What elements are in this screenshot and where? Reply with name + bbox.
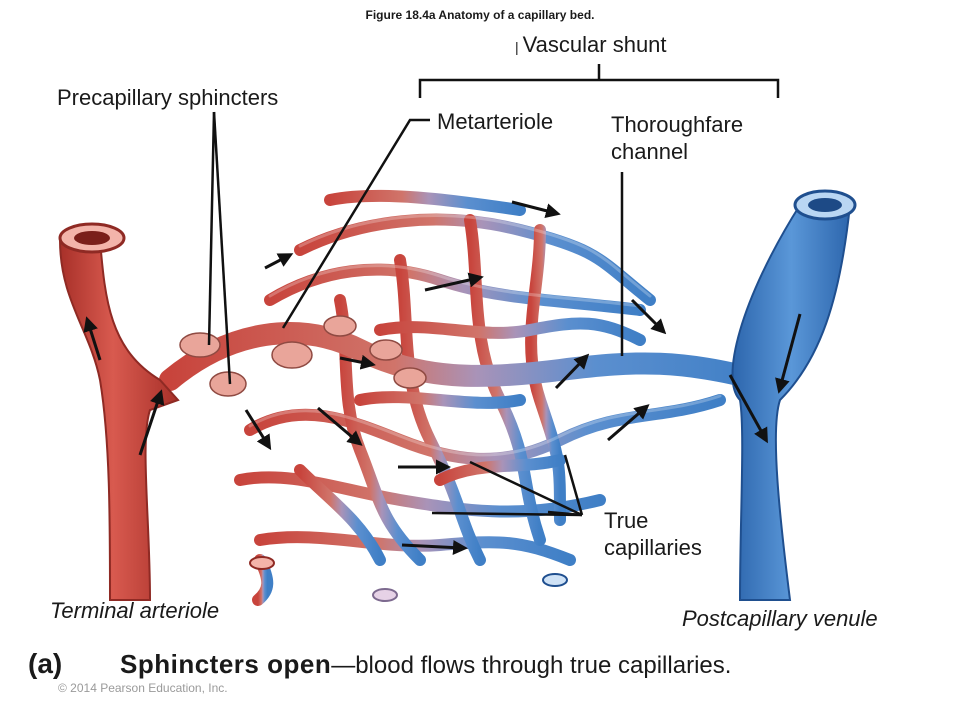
label-postcapillary-venule: Postcapillary venule	[682, 606, 878, 631]
label-terminal-arteriole: Terminal arteriole	[50, 598, 220, 623]
capillary-stub-left	[249, 556, 275, 570]
figure-title: Figure 18.4a Anatomy of a capillary bed.	[365, 8, 595, 22]
venule-lumen	[808, 198, 842, 212]
postcapillary-venule-vessel	[731, 204, 852, 601]
label-true-line1: True	[604, 508, 649, 533]
caption-bold-text: Sphincters open	[120, 649, 332, 679]
label-thoroughfare-channel: Thoroughfare channel	[611, 111, 743, 165]
capillary-network	[234, 189, 726, 606]
caption-part-label: (a)	[28, 648, 63, 679]
flow-arrows	[83, 200, 802, 556]
caption-rest-text: —blood flows through true capillaries.	[331, 652, 732, 679]
label-true-capillaries: True capillaries	[604, 507, 702, 561]
capillary-stub-middle	[372, 588, 398, 602]
capillary-stub-right	[542, 573, 568, 587]
label-true-line2: capillaries	[604, 535, 702, 560]
terminal-arteriole-vessel	[58, 239, 180, 601]
arteriole-lumen	[74, 231, 110, 245]
label-thoroughfare-line2: channel	[611, 139, 689, 164]
copyright-notice: © 2014 Pearson Education, Inc.	[58, 681, 228, 695]
label-vascular-shunt: |Vascular shunt	[515, 32, 667, 57]
label-metarteriole: Metarteriole	[437, 109, 554, 134]
metarteriole-shunt-vessel	[159, 322, 771, 391]
vascular-shunt-bracket	[418, 78, 780, 98]
precapillary-sphincters	[179, 315, 427, 397]
label-vascular-shunt-text: Vascular shunt	[522, 32, 667, 57]
leader-lines	[207, 64, 780, 517]
figure-caption: (a) Sphincters open—blood flows through t…	[28, 648, 731, 680]
label-precapillary-sphincters: Precapillary sphincters	[57, 85, 279, 110]
label-thoroughfare-line1: Thoroughfare	[611, 112, 744, 137]
